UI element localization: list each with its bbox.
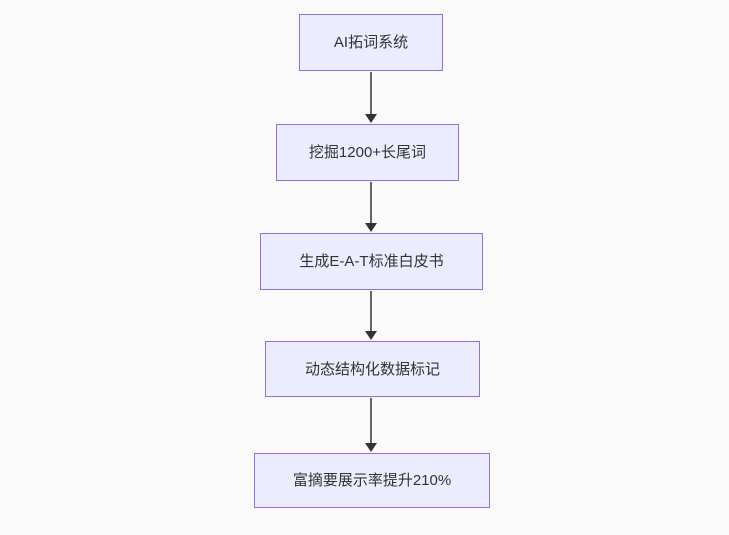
flow-node-structured-data-markup: 动态结构化数据标记 bbox=[265, 341, 480, 397]
flow-arrow-1 bbox=[365, 72, 377, 123]
arrow-line bbox=[370, 72, 372, 114]
flow-node-longtail-keyword-mining: 挖掘1200+长尾词 bbox=[276, 124, 459, 181]
flow-node-rich-snippet-result: 富摘要展示率提升210% bbox=[254, 453, 490, 508]
flow-node-ai-word-expansion-system: AI拓词系统 bbox=[299, 14, 443, 71]
flow-node-label: AI拓词系统 bbox=[333, 34, 409, 51]
arrow-line bbox=[370, 291, 372, 331]
arrow-head-down-icon bbox=[365, 443, 377, 452]
flow-node-label: 生成E-A-T标准白皮书 bbox=[299, 253, 444, 270]
arrow-head-down-icon bbox=[365, 331, 377, 340]
arrow-head-down-icon bbox=[365, 114, 377, 123]
flow-arrow-2 bbox=[365, 182, 377, 232]
flow-node-label: 富摘要展示率提升210% bbox=[292, 472, 452, 489]
flow-node-label: 挖掘1200+长尾词 bbox=[308, 144, 427, 161]
flow-node-label: 动态结构化数据标记 bbox=[304, 360, 440, 378]
arrow-head-down-icon bbox=[365, 223, 377, 232]
flow-arrow-4 bbox=[365, 398, 377, 452]
flow-arrow-3 bbox=[365, 291, 377, 340]
flow-node-eat-whitepaper: 生成E-A-T标准白皮书 bbox=[260, 233, 483, 290]
arrow-line bbox=[370, 182, 372, 223]
arrow-line bbox=[370, 398, 372, 443]
